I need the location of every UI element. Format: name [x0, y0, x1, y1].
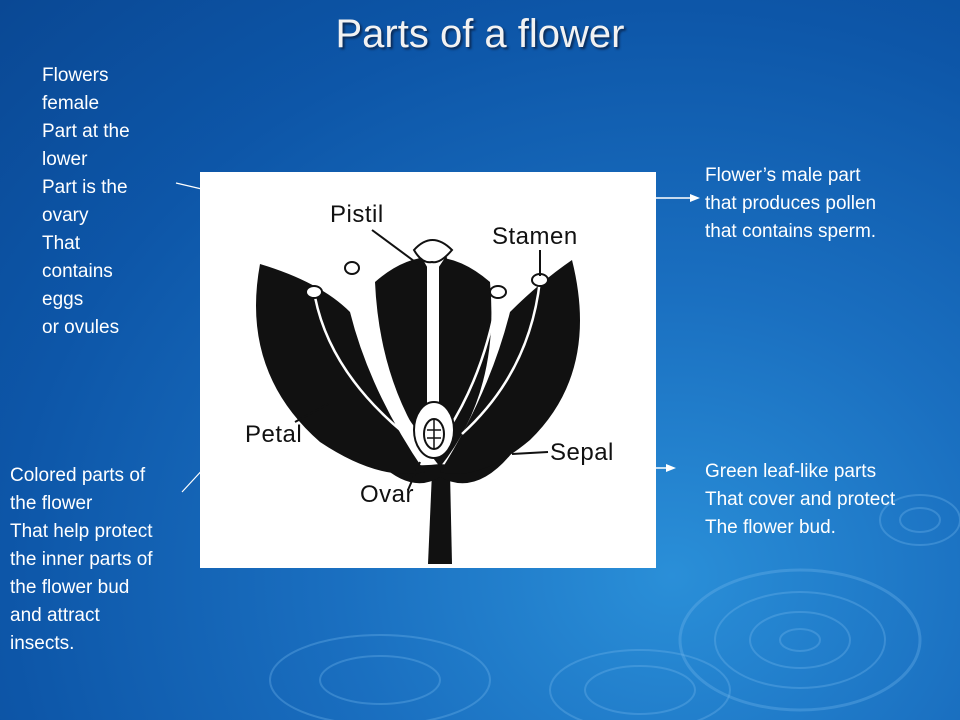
petal-description: Colored parts of the flower That help pr… — [10, 465, 153, 654]
stamen-filament-right — [461, 279, 542, 435]
left-petal-shape — [256, 264, 425, 474]
stamen-description: Flower’s male part that produces pollen … — [705, 165, 877, 242]
ovary-leader — [407, 461, 421, 491]
sepal-label: Sepal — [550, 439, 614, 466]
stamen-filament-left — [313, 296, 406, 435]
pistil-label: Pistil — [330, 201, 384, 228]
flower-diagram: Pistil Stamen Petal Sepal Ovar — [245, 201, 614, 564]
sepal-description: Green leaf-like parts That cover and pro… — [705, 461, 896, 538]
slide-title: Parts of a flower — [335, 12, 625, 56]
stamen-label: Stamen — [492, 223, 578, 250]
flower-diagram-panel: Pistil Stamen Petal Sepal Ovar — [200, 172, 656, 568]
anther-left — [305, 285, 323, 299]
ovary-label: Ovar — [360, 481, 414, 508]
pistil-description: Flowers female Part at the lower Part is… — [42, 65, 130, 338]
stamen-filament-mid-right — [446, 293, 500, 431]
pistil-leader — [371, 229, 419, 265]
pistil-stigma — [412, 239, 454, 264]
anther-mid-left — [344, 261, 360, 275]
ovule-shape — [423, 418, 445, 450]
petal-label: Petal — [245, 421, 302, 448]
petal-leader — [294, 403, 329, 423]
flower-stem — [428, 472, 452, 564]
sepal-leader — [511, 451, 549, 455]
stamen-filament-mid-left — [350, 269, 417, 431]
anther-mid-right — [489, 285, 507, 299]
